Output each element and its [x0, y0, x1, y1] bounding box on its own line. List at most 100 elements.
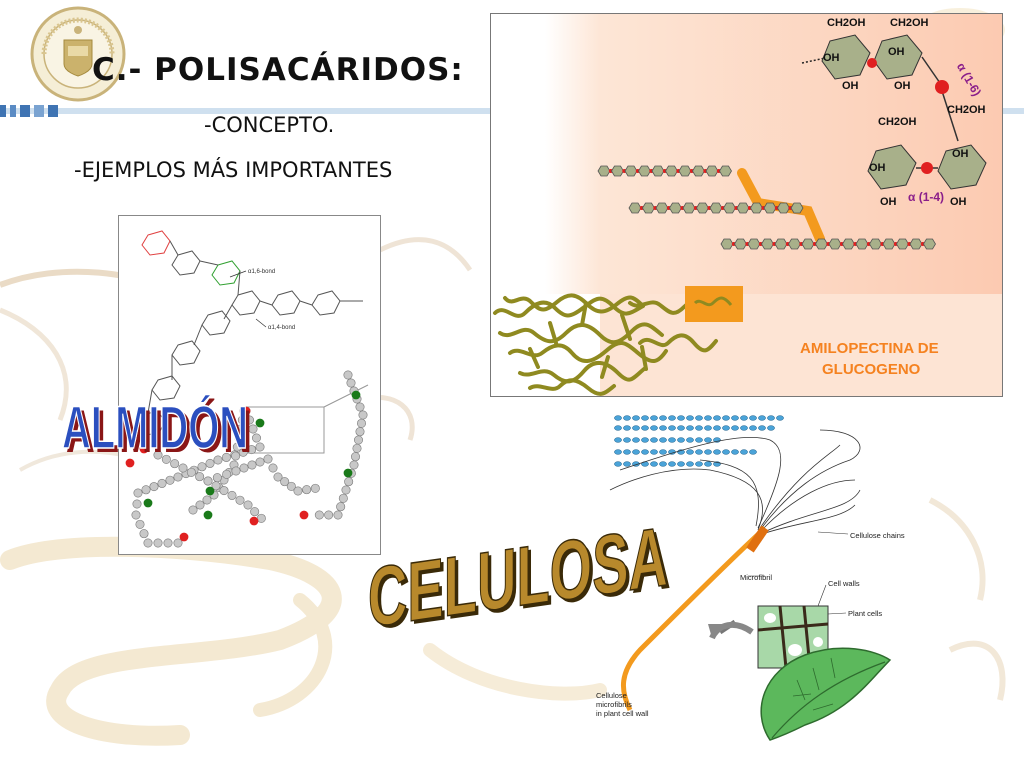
glucose-bead: [355, 427, 365, 437]
cellulose-unit: [704, 425, 712, 431]
glucose-unit: [736, 202, 750, 214]
glucose-bead: [161, 454, 171, 464]
glucose-bead: [139, 529, 149, 539]
cellulose-fibers: [609, 429, 861, 535]
glucose-unit: [638, 165, 651, 177]
cellulose-unit: [623, 437, 631, 443]
cellulose-unit: [668, 437, 676, 443]
cellulose-unit: [740, 449, 748, 455]
caption-cellulose: Cellulose: [596, 691, 627, 700]
cell-wall-grid: [757, 605, 829, 669]
glucose-unit: [655, 202, 669, 214]
glucose-unit: [720, 238, 734, 250]
glucose-unit: [842, 238, 855, 250]
glucose-unit: [747, 238, 761, 250]
glucose-unit: [678, 165, 692, 177]
glucose-unit: [642, 202, 655, 214]
label-cellulose-chains: Cellulose chains: [850, 531, 905, 540]
glucose-unit: [692, 165, 705, 177]
glucose-unit: [828, 238, 842, 250]
glucose-bead: [234, 433, 244, 443]
terminal-bead: [125, 458, 135, 468]
oh-label: OH: [888, 46, 905, 58]
cellulose-unit: [704, 461, 712, 467]
glucose-bead: [302, 485, 312, 495]
cellulose-unit: [677, 461, 685, 467]
glucose-bead: [352, 443, 362, 453]
cellulose-unit: [614, 449, 622, 455]
cellulose-unit: [749, 449, 757, 455]
cellulose-unit: [614, 437, 622, 443]
almidon-text: ALMIDÓN: [62, 394, 248, 458]
alpha-16-bond-label: α1,6-bond: [248, 269, 275, 275]
glucose-bead: [355, 402, 365, 412]
cellulose-unit: [677, 425, 685, 431]
ch2oh-label: CH2OH: [947, 104, 986, 116]
cellulose-unit: [767, 425, 775, 431]
glucose-bead: [351, 452, 361, 462]
cellulose-unit: [695, 449, 703, 455]
cellulose-unit: [722, 449, 730, 455]
glucose-unit: [815, 238, 828, 250]
glucose-bead: [343, 370, 353, 380]
glucose-unit: [923, 238, 936, 250]
glucose-bead: [202, 495, 212, 505]
glucose-bead: [170, 459, 180, 469]
glucose-unit: [597, 165, 611, 177]
cellulose-unit: [659, 449, 667, 455]
glucose-bead: [324, 510, 334, 520]
cellulose-unit: [623, 415, 631, 421]
glucose-unit: [855, 238, 869, 250]
glucose-unit: [763, 202, 777, 214]
glucose-bead: [255, 457, 265, 467]
glucose-bead: [314, 510, 324, 520]
alpha-14-label: α (1-4): [908, 190, 944, 204]
cellulose-unit: [650, 415, 658, 421]
glucose-bead: [346, 378, 356, 388]
cellulose-unit: [623, 425, 631, 431]
glucose-bead: [239, 463, 249, 473]
terminal-bead: [343, 468, 353, 478]
caption-line-1: AMILOPECTINA DE: [800, 340, 939, 357]
glucose-bead: [178, 463, 188, 473]
glucose-bead: [255, 442, 265, 452]
glucose-unit: [774, 238, 788, 250]
cellulose-unit: [740, 425, 748, 431]
glucose-bead: [336, 502, 346, 512]
cellulose-unit: [632, 425, 640, 431]
cellulose-unit: [731, 449, 739, 455]
leaf-icon: [760, 647, 892, 741]
cellulose-unit: [731, 415, 739, 421]
glucose-bead: [341, 485, 351, 495]
glucose-bead: [188, 505, 198, 515]
glucose-chains: [597, 165, 936, 250]
oh-label: OH: [894, 80, 911, 92]
glucose-bead: [153, 450, 163, 460]
cellulose-unit: [686, 437, 694, 443]
glucose-bead: [173, 538, 183, 548]
glucose-bead: [143, 538, 153, 548]
terminal-bead: [249, 516, 259, 526]
glucose-unit: [669, 202, 682, 214]
glucose-unit: [734, 238, 747, 250]
glucose-bead: [131, 510, 141, 520]
cellulose-unit: [758, 415, 766, 421]
glucose-bead: [235, 495, 245, 505]
cellulose-unit: [731, 425, 739, 431]
glucose-unit: [696, 202, 709, 214]
cellulose-unit: [659, 461, 667, 467]
cellulose-unit: [722, 425, 730, 431]
ch2oh-label: CH2OH: [878, 116, 917, 128]
cellulose-unit: [695, 415, 703, 421]
glucose-bead: [293, 486, 303, 496]
glucose-bead: [173, 472, 183, 482]
subtitle-ejemplos: -EJEMPLOS MÁS IMPORTANTES: [74, 158, 393, 182]
glucose-unit: [682, 202, 696, 214]
glucose-unit: [788, 238, 801, 250]
label-cell-walls: Cell walls: [828, 579, 860, 588]
glucose-bead: [231, 451, 241, 461]
oh-label: OH: [880, 196, 897, 208]
glucose-bead: [197, 462, 207, 472]
glucose-bead: [247, 445, 257, 455]
terminal-bead: [241, 406, 251, 416]
